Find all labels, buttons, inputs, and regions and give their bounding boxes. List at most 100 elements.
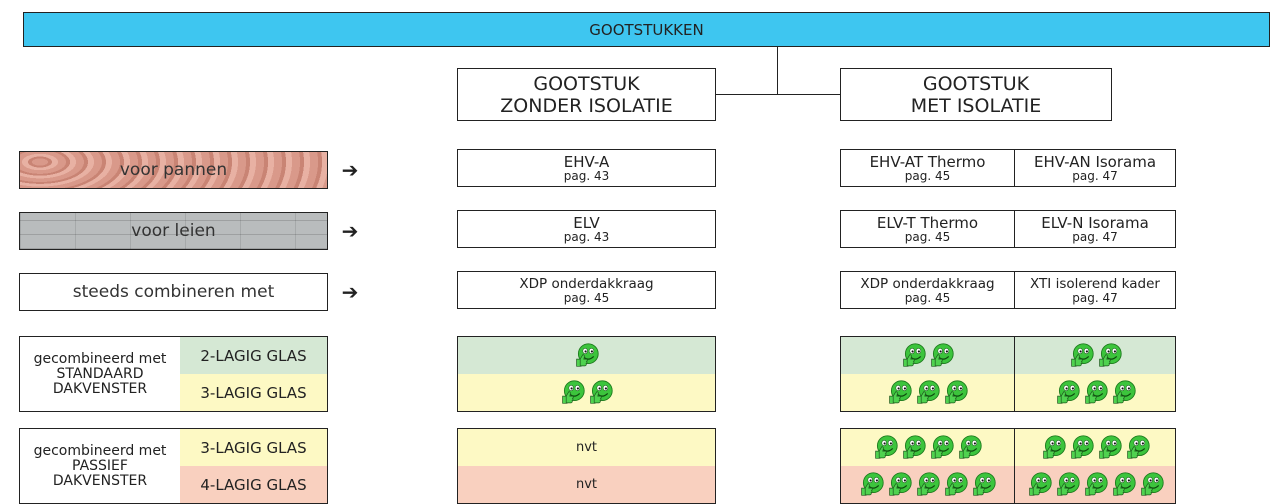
product-name: XDP onderdakkraag (519, 276, 654, 292)
column-header-line: GOOTSTUK (922, 72, 1030, 95)
rating-cell (1015, 337, 1175, 374)
right-arrow-icon: ➔ (341, 219, 359, 243)
thumbs-up-smiley-icon (576, 343, 599, 367)
header-bar: GOOTSTUKKEN (23, 12, 1270, 47)
thumbs-up-smiley-icon (1070, 435, 1094, 459)
rating-cell (458, 337, 715, 374)
column-header-without-insulation: GOOTSTUK ZONDER ISOLATIE (457, 68, 716, 121)
glass-3-layer-cell: 3-LAGIG GLAS (180, 374, 327, 411)
thumbs-up-smiley-icon (875, 435, 898, 459)
page-ref: pag. 45 (904, 291, 951, 305)
column-header-line: GOOTSTUK (533, 72, 640, 95)
glass-label: 3-LAGIG GLAS (200, 383, 307, 402)
label-line: gecombineerd met (33, 442, 167, 459)
product-box: EHV-A pag. 43 (457, 149, 716, 187)
thumbs-up-smiley-icon (1070, 343, 1094, 367)
thumbs-up-smiley-icon (931, 435, 954, 459)
not-applicable-cell: nvt (458, 429, 715, 466)
product-box: ELV-N Isorama pag. 47 (1014, 210, 1176, 248)
thumbs-up-smiley-icon (945, 472, 968, 496)
row-label: steeds combineren met (72, 282, 275, 302)
standard-rating-with-b (1014, 336, 1176, 412)
product-box: XDP onderdakkraag pag. 45 (457, 271, 716, 309)
thumbs-up-smiley-icon (1084, 472, 1108, 496)
thumbs-up-smiley-icon (973, 472, 996, 496)
standard-window-label: gecombineerd met STANDAARD DAKVENSTER (20, 337, 180, 411)
thumbs-up-smiley-icon (1112, 472, 1136, 496)
glass-label: 2-LAGIG GLAS (200, 346, 307, 365)
thumbs-up-smiley-icon (1126, 435, 1150, 459)
thumbs-up-smiley-icon (590, 380, 613, 404)
rating-cell (1015, 466, 1175, 503)
page-ref: pag. 47 (1072, 291, 1118, 305)
product-box: EHV-AN Isorama pag. 47 (1014, 149, 1176, 187)
label-line: gecombineerd met (33, 350, 167, 367)
product-box: ELV pag. 43 (457, 210, 716, 248)
passive-window-box: gecombineerd met PASSIEF DAKVENSTER 3-LA… (19, 428, 328, 504)
column-header-line: MET ISOLATIE (910, 94, 1042, 117)
glass-2-layer-cell: 2-LAGIG GLAS (180, 337, 327, 374)
rating-cell (1015, 429, 1175, 466)
label-line: DAKVENSTER (52, 472, 148, 489)
thumbs-up-smiley-icon (1098, 343, 1122, 367)
thumbs-up-smiley-icon (1056, 472, 1080, 496)
standard-window-box: gecombineerd met STANDAARD DAKVENSTER 2-… (19, 336, 328, 412)
product-name: EHV-AN Isorama (1033, 153, 1157, 171)
thumbs-up-smiley-icon (1042, 435, 1066, 459)
page-ref: pag. 45 (904, 169, 951, 183)
thumbs-up-smiley-icon (1056, 380, 1080, 404)
thumbs-up-smiley-icon (903, 435, 926, 459)
roof-tiles-image-box: voor pannen (19, 151, 328, 189)
product-box: ELV-T Thermo pag. 45 (840, 210, 1015, 248)
product-name: ELV-T Thermo (876, 214, 979, 232)
page-ref: pag. 45 (563, 291, 610, 305)
product-name: EHV-A (563, 153, 610, 171)
rating-cell (841, 337, 1014, 374)
glass-label: 4-LAGIG GLAS (200, 475, 307, 494)
thumbs-up-smiley-icon (562, 380, 585, 404)
passive-window-label: gecombineerd met PASSIEF DAKVENSTER (20, 429, 180, 503)
page-ref: pag. 43 (563, 169, 610, 183)
product-name: XTI isolerend kader (1030, 276, 1160, 292)
standard-rating-with-a (840, 336, 1015, 412)
thumbs-up-smiley-icon (1028, 472, 1052, 496)
product-name: XDP onderdakkraag (860, 276, 995, 292)
passive-rating-with-a (840, 428, 1015, 504)
product-box: XDP onderdakkraag pag. 45 (840, 271, 1015, 309)
product-name: ELV-N Isorama (1041, 214, 1149, 232)
not-applicable-cell: nvt (458, 466, 715, 503)
label-line: DAKVENSTER (52, 380, 148, 397)
glass-label: 3-LAGIG GLAS (200, 438, 307, 457)
nvt-label: nvt (575, 477, 598, 492)
thumbs-up-smiley-icon (945, 380, 968, 404)
combine-label-box: steeds combineren met (19, 273, 328, 311)
thumbs-up-smiley-icon (861, 472, 884, 496)
right-arrow-icon: ➔ (341, 158, 359, 182)
slate-image-box: voor leien (19, 212, 328, 250)
thumbs-up-smiley-icon (917, 472, 940, 496)
thumbs-up-smiley-icon (1084, 380, 1108, 404)
header-title: GOOTSTUKKEN (589, 20, 704, 39)
thumbs-up-smiley-icon (1098, 435, 1122, 459)
thumbs-up-smiley-icon (959, 435, 982, 459)
column-header-line: ZONDER ISOLATIE (500, 94, 673, 117)
label-line: PASSIEF (72, 457, 128, 474)
rating-cell (841, 466, 1014, 503)
page-ref: pag. 45 (904, 230, 951, 244)
rating-cell (841, 429, 1014, 466)
thumbs-up-smiley-icon (1140, 472, 1164, 496)
product-name: ELV (573, 214, 600, 232)
row-label: voor pannen (119, 160, 228, 180)
connector-vertical (777, 47, 778, 95)
thumbs-up-smiley-icon (889, 380, 912, 404)
thumbs-up-smiley-icon (889, 472, 912, 496)
thumbs-up-smiley-icon (1112, 380, 1136, 404)
thumbs-up-smiley-icon (931, 343, 954, 367)
product-name: EHV-AT Thermo (869, 153, 986, 171)
label-line: STANDAARD (56, 365, 144, 382)
rating-cell (458, 374, 715, 411)
glass-4-layer-cell: 4-LAGIG GLAS (180, 466, 327, 503)
passive-rating-without: nvt nvt (457, 428, 716, 504)
page-ref: pag. 47 (1072, 230, 1118, 244)
glass-3-layer-cell: 3-LAGIG GLAS (180, 429, 327, 466)
